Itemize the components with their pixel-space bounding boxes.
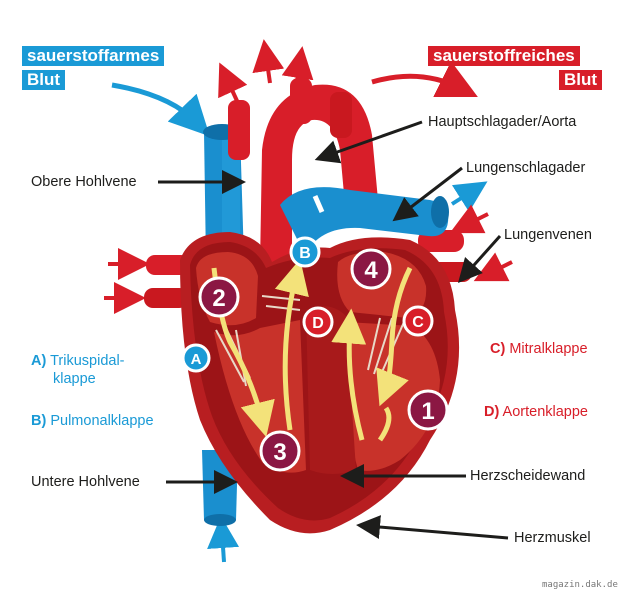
- step-4-marker: 4: [350, 248, 392, 290]
- septum-shape: [306, 306, 356, 474]
- flow-path-left-atrium: [376, 266, 413, 407]
- step-3-marker: 3: [259, 430, 301, 472]
- valve-a-marker: A: [181, 343, 211, 373]
- left-pulmonary-vein-lower: [144, 288, 188, 308]
- legend-d-key: D): [484, 404, 500, 420]
- legend-b-key: B): [31, 413, 47, 429]
- step-4-number: 4: [364, 257, 378, 284]
- pointer-pulmonary-veins: [457, 234, 502, 283]
- legend-a-text-line2: klappe: [53, 371, 96, 387]
- valve-c-marker: C: [402, 305, 434, 337]
- legend-d: D) Aortenklappe: [484, 403, 588, 421]
- step-2-number: 2: [212, 285, 225, 312]
- label-septum: Herzscheidewand: [470, 468, 586, 484]
- pulmonary-vein-arrow-upper: [449, 204, 489, 234]
- flow-path-aorta: [331, 308, 367, 441]
- flow-path-pulmonary: [274, 258, 309, 431]
- valve-a-letter: A: [191, 351, 202, 368]
- pointer-myocardium: [356, 515, 509, 540]
- pulmonary-artery-arrow: [450, 181, 488, 213]
- legend-a-key: A): [31, 353, 47, 369]
- legend-b: B) Pulmonalklappe: [31, 412, 154, 430]
- pulmonary-vein-arrow-lower: [473, 252, 513, 282]
- label-myocardium: Herzmuskel: [514, 530, 591, 546]
- deoxygenated-heading-line2: Blut: [22, 70, 66, 90]
- step-1-number: 1: [421, 398, 434, 425]
- source-credit: magazin.dak.de: [542, 580, 618, 590]
- valve-b-marker: B: [289, 236, 321, 268]
- deoxygenated-heading-line1: sauerstoffarmes: [22, 46, 165, 66]
- aorta-branch-arrow-mid: [252, 39, 285, 84]
- label-pulmonary-artery: Lungenschlagader: [466, 160, 586, 176]
- step-3-number: 3: [273, 439, 286, 466]
- superior-vena-cava: [204, 130, 244, 262]
- left-pulmonary-vein-upper: [146, 255, 190, 275]
- legend-c-text: Mitralklappe: [509, 341, 588, 357]
- legend-d-text: Aortenklappe: [502, 404, 588, 420]
- valve-c-letter: C: [412, 314, 424, 331]
- legend-a: A) Trikuspidal- klappe: [31, 352, 125, 388]
- vena-cava-inflow-arrow: [207, 516, 240, 563]
- legend-c: C) Mitralklappe: [490, 340, 588, 358]
- valve-d-letter: D: [312, 315, 324, 332]
- pointer-aorta: [314, 120, 423, 164]
- label-pulmonary-veins: Lungenvenen: [504, 227, 592, 243]
- legend-a-text-line1: Trikuspidal-: [50, 353, 125, 369]
- oxygenated-heading-line2: Blut: [559, 70, 603, 90]
- pointer-pulmonary-artery: [392, 166, 463, 222]
- step-2-marker: 2: [198, 276, 240, 318]
- step-1-marker: 1: [407, 389, 449, 431]
- deoxygenated-inflow-arrow: [111, 82, 210, 137]
- oxygenated-heading-line1: sauerstoffreiches: [428, 46, 580, 66]
- oxygenated-outflow-arrow: [371, 61, 478, 97]
- legend-c-key: C): [490, 341, 506, 357]
- legend-b-text: Pulmonalklappe: [50, 413, 154, 429]
- aorta-branch-arrow-left: [218, 62, 248, 104]
- label-inferior-vena-cava: Untere Hohlvene: [31, 474, 140, 490]
- label-aorta: Hauptschlagader/Aorta: [428, 114, 577, 130]
- valve-d-marker: D: [302, 306, 334, 338]
- label-superior-vena-cava: Obere Hohlvene: [31, 174, 137, 190]
- valve-b-letter: B: [299, 245, 311, 262]
